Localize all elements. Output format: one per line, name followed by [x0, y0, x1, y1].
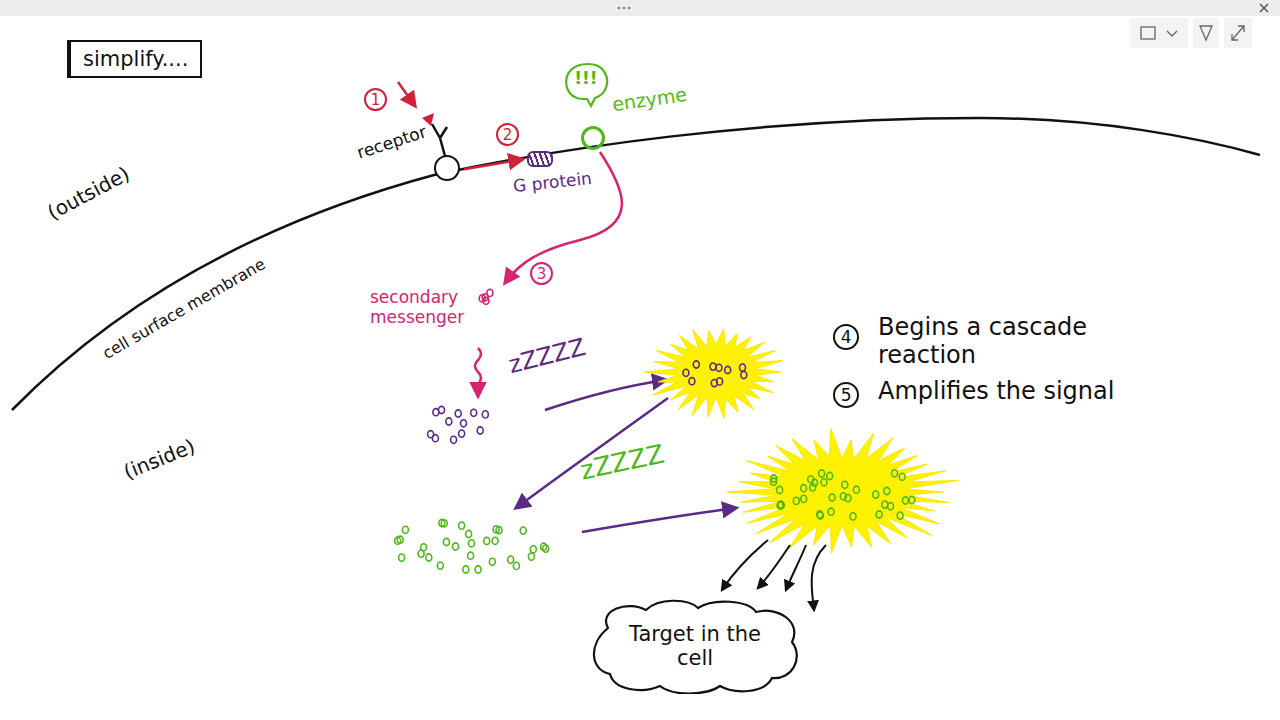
- box-node: simplify....: [67, 40, 202, 78]
- menu-dots: [618, 7, 631, 10]
- node-label: receptor: [355, 122, 429, 163]
- callout-number: 1: [364, 88, 387, 111]
- membrane-label: cell surface membrane: [100, 255, 269, 363]
- cloud-node: Target in the cell: [588, 598, 802, 694]
- node-label: simplify....: [83, 47, 188, 71]
- region-label: (outside): [44, 162, 134, 224]
- receptor-node: receptor: [434, 155, 460, 181]
- cascade-arrow: [582, 508, 736, 532]
- target-arrows: [722, 540, 826, 610]
- cascade-arrow: [545, 380, 666, 410]
- bubble-node: !!!: [563, 62, 609, 100]
- enzyme-node: enzyme: [581, 126, 605, 150]
- step-note: Amplifies the signal: [878, 378, 1114, 406]
- close-icon: [1260, 4, 1268, 12]
- callout-number: 5: [833, 382, 859, 408]
- region-label: (inside): [120, 435, 198, 484]
- squiggle-arrow: [475, 348, 481, 396]
- messenger-label: secondary messenger: [370, 288, 482, 327]
- callout-number: 3: [530, 262, 553, 285]
- node-label: !!!: [563, 62, 609, 89]
- molecule-dots: [395, 289, 915, 573]
- signal-arrow: [398, 82, 415, 106]
- enzyme-symbols: zZZZZ: [578, 440, 667, 487]
- cell-membrane: [12, 118, 1260, 410]
- node-label: Target in the cell: [620, 622, 770, 670]
- node-label: G protein: [512, 169, 593, 197]
- callout-number: 4: [833, 324, 859, 350]
- enzyme-symbols: zZZZZ: [506, 334, 589, 380]
- toolbar: [1130, 18, 1252, 48]
- step-note: Begins a cascade reaction: [878, 314, 1123, 369]
- cascade-arrow: [516, 398, 668, 508]
- messenger-arrow: [505, 152, 622, 283]
- node-label: enzyme: [611, 84, 688, 116]
- receptor-stem: [432, 124, 447, 156]
- callout-number: 2: [496, 123, 519, 146]
- signal-arrow: [464, 159, 524, 169]
- title-bar: [0, 0, 1280, 16]
- gprot-node: G protein: [527, 151, 553, 167]
